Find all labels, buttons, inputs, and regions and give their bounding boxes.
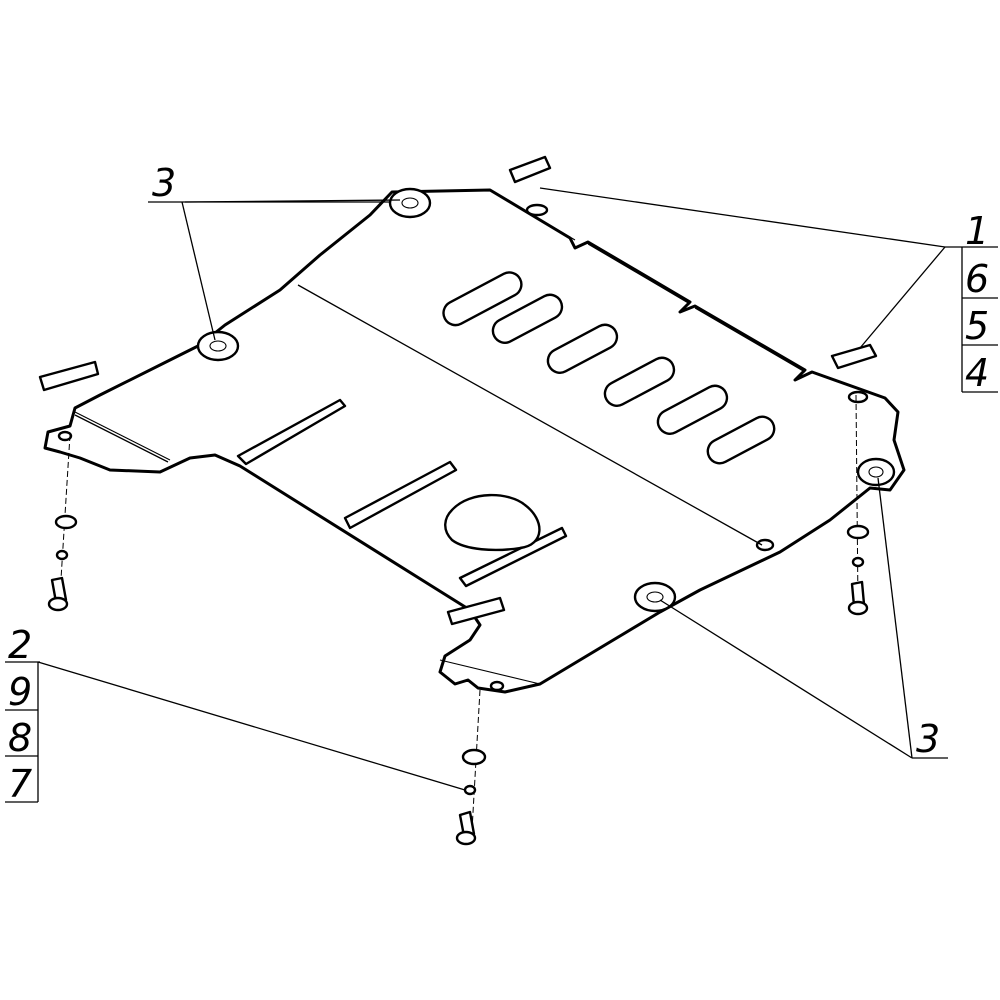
callout-6: 6 xyxy=(965,257,989,301)
callout-4: 4 xyxy=(965,351,989,395)
hardware-right xyxy=(846,394,870,616)
callout-3-bottom: 3 xyxy=(916,717,940,761)
callout-3-top: 3 xyxy=(152,161,176,205)
callout-labels: 3 3 1 6 5 4 2 9 8 7 xyxy=(8,161,989,806)
callout-5: 5 xyxy=(965,304,989,348)
hardware-left xyxy=(47,434,78,612)
bracket-right xyxy=(830,343,878,370)
hardware-front xyxy=(455,689,487,846)
callout-1: 1 xyxy=(965,209,989,253)
bracket-front xyxy=(446,596,506,626)
mounting-bosses xyxy=(57,187,896,692)
callout-7: 7 xyxy=(8,762,32,806)
skid-plate xyxy=(43,188,906,694)
boss-bottom xyxy=(633,581,677,613)
bracket-rear xyxy=(508,155,552,184)
callout-2: 2 xyxy=(8,623,32,667)
ventilation-slots xyxy=(442,271,776,465)
callout-9: 9 xyxy=(8,670,32,714)
boss-left xyxy=(196,330,240,362)
bracket-left xyxy=(38,360,100,392)
boss-top xyxy=(388,187,432,219)
stiffening-ribs xyxy=(236,398,568,588)
callout-8: 8 xyxy=(8,716,32,760)
mounting-brackets xyxy=(38,155,878,626)
boss-right xyxy=(856,457,896,487)
leader-lines xyxy=(5,187,998,803)
